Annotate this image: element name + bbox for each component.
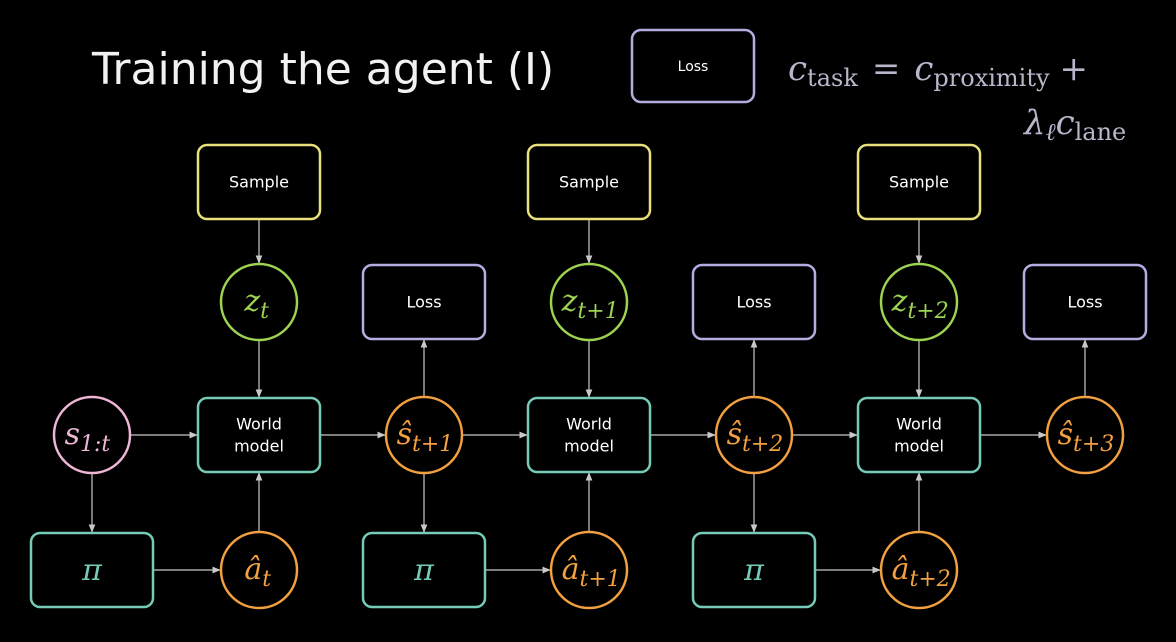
policy-symbol: π [81, 553, 103, 588]
sample-box-1: Sample [196, 143, 322, 221]
world-model-box-1-label: World [236, 415, 282, 434]
action-node-3-subscript: t+2 [910, 567, 951, 592]
svg-text:ât+2: ât+2 [892, 552, 951, 592]
legend-loss-box: Loss [630, 28, 756, 104]
svg-text:ât: ât [244, 552, 271, 592]
formula-lambda: λ [1022, 103, 1046, 143]
action-node-2-symbol: â [562, 552, 580, 587]
svg-text:ŝt+2: ŝt+2 [727, 417, 784, 457]
formula-sub-task: task [807, 64, 858, 92]
svg-text:λℓclane: λℓclane [1022, 103, 1126, 146]
formula-c-task: c [788, 49, 807, 89]
predicted-state-node-2: ŝt+2 [714, 395, 794, 475]
svg-text:ŝt+1: ŝt+1 [397, 417, 454, 457]
loss-formula: ctask=cproximity+ λℓclane [788, 49, 1126, 146]
latent-node-3-subscript: t+2 [907, 299, 948, 324]
state-input-node: s1:t [52, 395, 132, 475]
sample-box-3-label: Sample [889, 173, 949, 192]
world-model-box-1: World model [196, 396, 322, 474]
predicted-state-node-2-subscript: t+2 [742, 432, 783, 457]
action-node-1: ât [219, 530, 299, 610]
diagram-arrows [88, 219, 1089, 574]
svg-text:ât+1: ât+1 [562, 552, 621, 592]
formula-plus: + [1060, 49, 1089, 89]
action-node-2-subscript: t+1 [580, 567, 621, 592]
world-model-box-3: World model [856, 396, 982, 474]
latent-node-2-subscript: t+1 [577, 299, 618, 324]
svg-text:s1:t: s1:t [65, 417, 111, 457]
state-input-node-subscript: 1:t [80, 432, 110, 457]
sample-box-1-label: Sample [229, 173, 289, 192]
latent-node-2: zt+1 [549, 262, 629, 342]
sample-box-2: Sample [526, 143, 652, 221]
svg-text:zt+1: zt+1 [561, 284, 619, 324]
slide-title: Training the agent (I) [91, 44, 554, 95]
world-model-box-3-label: model [894, 437, 944, 456]
predicted-state-node-1-subscript: t+1 [412, 432, 453, 457]
action-node-3-symbol: â [892, 552, 910, 587]
policy-symbol: π [413, 553, 435, 588]
world-model-box-1-label: model [234, 437, 284, 456]
latent-node-1-subscript: t [260, 299, 269, 324]
world-model-box-3-label: World [896, 415, 942, 434]
predicted-state-node-2-symbol: ŝ [727, 417, 742, 452]
loss-box-1: Loss [361, 263, 487, 341]
latent-node-2-symbol: z [561, 284, 578, 319]
policy-symbol: π [743, 553, 765, 588]
world-model-box-2-label: model [564, 437, 614, 456]
loss-box-3-label: Loss [1067, 293, 1102, 312]
formula-sub-ell: ℓ [1046, 118, 1056, 146]
loss-box-2-label: Loss [736, 293, 771, 312]
predicted-state-node-1-symbol: ŝ [397, 417, 412, 452]
action-node-3: ât+2 [879, 530, 959, 610]
latent-node-1-symbol: z [243, 284, 260, 319]
svg-text:zt+2: zt+2 [891, 284, 949, 324]
predicted-state-node-1: ŝt+1 [384, 395, 464, 475]
loss-box-1-label: Loss [406, 293, 441, 312]
svg-text:zt: zt [243, 284, 269, 324]
latent-node-1: zt [219, 262, 299, 342]
world-model-box-2: World model [526, 396, 652, 474]
formula-sub-lane: lane [1075, 118, 1127, 146]
action-node-1-symbol: â [244, 552, 262, 587]
world-model-box-2-label: World [566, 415, 612, 434]
sample-box-3: Sample [856, 143, 982, 221]
state-input-node-symbol: s [65, 417, 80, 452]
legend-loss-label: Loss [678, 59, 709, 75]
action-node-1-subscript: t [262, 567, 271, 592]
formula-sub-proximity: proximity [933, 64, 1050, 92]
predicted-state-node-3: ŝt+3 [1045, 395, 1125, 475]
predicted-state-node-3-symbol: ŝ [1058, 417, 1073, 452]
policy-box-3: π [691, 531, 817, 609]
formula-c-lane: c [1056, 103, 1075, 143]
svg-text:ŝt+3: ŝt+3 [1058, 417, 1115, 457]
sample-box-2-label: Sample [559, 173, 619, 192]
loss-box-2: Loss [691, 263, 817, 341]
svg-text:ctask=cproximity+: ctask=cproximity+ [788, 49, 1088, 92]
action-node-2: ât+1 [549, 530, 629, 610]
formula-c-proximity: c [914, 49, 933, 89]
predicted-state-node-3-subscript: t+3 [1073, 432, 1114, 457]
loss-box-3: Loss [1022, 263, 1148, 341]
latent-node-3-symbol: z [891, 284, 908, 319]
latent-node-3: zt+2 [879, 262, 959, 342]
formula-equals: = [872, 49, 901, 89]
policy-box-2: π [361, 531, 487, 609]
policy-box-1: π [29, 531, 155, 609]
